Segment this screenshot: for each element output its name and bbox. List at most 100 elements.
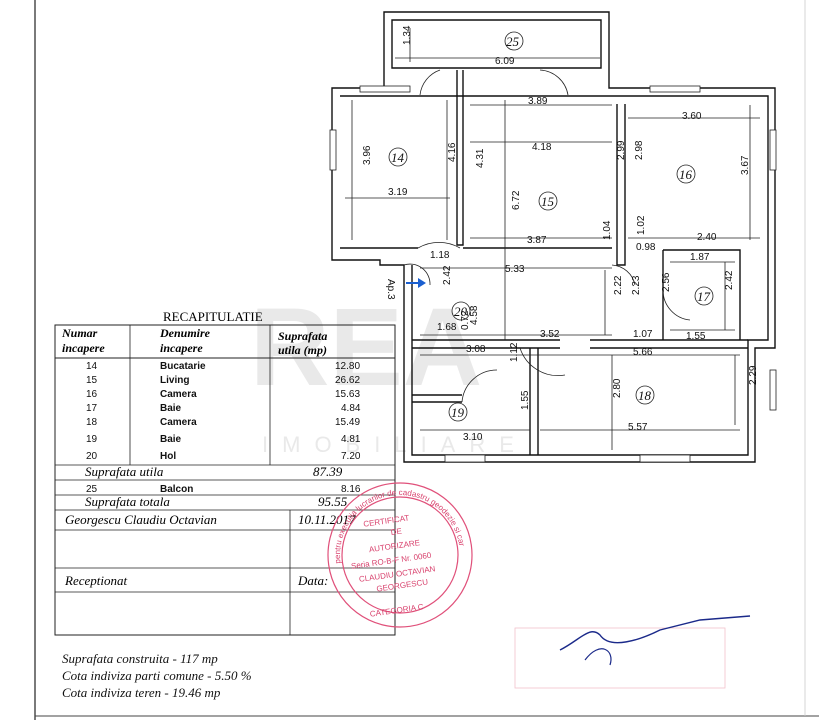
cell-num: 14 [86,361,98,372]
recap-table: RECAPITULATIE Numar incapere Denumire in… [54,309,396,636]
dim-label: 6.72 [511,190,522,210]
cell-area: 15.63 [335,389,360,400]
dim-label: 2.98 [634,140,645,160]
dim-label: 3.19 [388,187,408,198]
author-name: Georgescu Claudiu Octavian [65,512,217,527]
dim-label: 4.58 [469,305,480,325]
dim-label: 3.60 [682,111,702,122]
dim-label: 3.96 [362,145,373,165]
entrance-arrowhead-icon [418,278,426,288]
stamp-line: CERTIFICAT [363,513,410,528]
balcon-area: 8.16 [341,484,361,495]
dim-label: 3.87 [527,235,547,246]
dim-label: 4.18 [532,142,552,153]
cell-name: Camera [160,417,197,428]
header-incapere-2: incapere [160,341,203,355]
dim-label: 2.40 [697,232,717,243]
dim-label: 1.04 [602,220,613,240]
dim-label: 3.08 [466,344,486,355]
suprafata-utila-label: Suprafata utila [85,464,164,479]
dim-label: 1.34 [402,25,413,45]
dim-label: 1.87 [690,252,710,263]
recap-title: RECAPITULATIE [163,309,263,324]
cell-num: 19 [86,434,98,445]
table-row: 20 Hol 7.20 [86,451,361,462]
dim-label: 2.22 [613,275,624,295]
cell-area: 12.80 [335,361,360,372]
cell-num: 18 [86,417,98,428]
header-denumire: Denumire [159,326,211,340]
table-row: 19 Baie 4.81 [86,434,361,445]
header-incapere: incapere [62,341,105,355]
dim-label: 2.42 [442,265,453,285]
cell-name: Bucatarie [160,361,206,372]
dim-label: 3.52 [540,329,560,340]
dim-label: 5.66 [633,347,653,358]
room-numbers: 14 15 16 17 18 19 20 [388,147,714,422]
dim-label: 5.57 [628,422,648,433]
cell-name: Camera [160,389,197,400]
dim-label: 1.68 [437,322,457,333]
dim-label: 1.55 [686,331,706,342]
dimension-texts: 3.89 4.18 3.60 3.96 4.16 4.31 3.19 6.72 … [362,96,759,443]
cell-name: Baie [160,403,182,414]
suprafata-totala-label: Suprafata totala [85,494,170,509]
room-number-14: 14 [391,150,405,165]
room-number-25: 25 [506,34,520,49]
dim-label: 4.16 [447,142,458,162]
room-number-16: 16 [679,167,693,182]
room-number-20: 20 [454,304,468,319]
balcon-num: 25 [86,484,98,495]
cell-area: 26.62 [335,375,360,386]
cell-name: Hol [160,451,176,462]
cell-num: 20 [86,451,98,462]
room-number-17: 17 [697,289,711,304]
cell-num: 15 [86,375,98,386]
dim-label: 3.10 [463,432,483,443]
suprafata-utila-value: 87.39 [313,464,343,479]
footer-summary: Suprafata construita - 117 mp Cota indiv… [62,651,252,700]
stamp-line: DE [390,527,402,537]
cell-name: Living [160,375,189,386]
cell-num: 17 [86,403,98,414]
room-number-15: 15 [541,194,555,209]
room-number-19: 19 [451,405,465,420]
suprafata-construita: Suprafata construita - 117 mp [62,651,218,666]
apartment-entrance: Ap.3 [385,278,426,300]
dim-label: 3.67 [740,155,751,175]
dim-label: 6.09 [495,56,515,67]
author-date: 10.11.2017 [298,512,356,527]
dim-label: 1.55 [520,390,531,410]
dim-label: 3.89 [528,96,548,107]
cell-area: 4.81 [341,434,361,445]
cell-area: 4.84 [341,403,361,414]
table-row: 16 Camera 15.63 [86,389,360,400]
table-row: 15 Living 26.62 [86,375,360,386]
room-number-18: 18 [638,388,652,403]
dim-label: 2.80 [612,378,623,398]
interior-walls [340,69,748,455]
cell-area: 15.49 [335,417,360,428]
cell-name: Baie [160,434,182,445]
balcon-name: Balcon [160,484,193,495]
apartment-label: Ap.3 [385,279,396,300]
stamp-line: AUTORIZARE [368,538,420,554]
receptionat-label: Receptionat [64,573,127,588]
dim-label: 2.23 [631,275,642,295]
header-numar: Numar [61,326,98,340]
data-label: Data: [297,573,328,588]
dim-label: 4.31 [475,148,486,168]
dim-label: 1.18 [430,250,450,261]
dim-label: 0.72 [460,310,471,330]
stamp-line: CATEGORIA C [369,602,424,618]
cell-num: 16 [86,389,98,400]
signature-area [514,615,751,689]
dim-label: 5.33 [505,264,525,275]
dim-label: 1.02 [636,215,647,235]
cota-parti-comune: Cota indiviza parti comune - 5.50 % [62,668,252,683]
windows [329,85,777,463]
dim-label: 2.99 [616,140,627,160]
dim-label: 2.56 [661,272,672,292]
